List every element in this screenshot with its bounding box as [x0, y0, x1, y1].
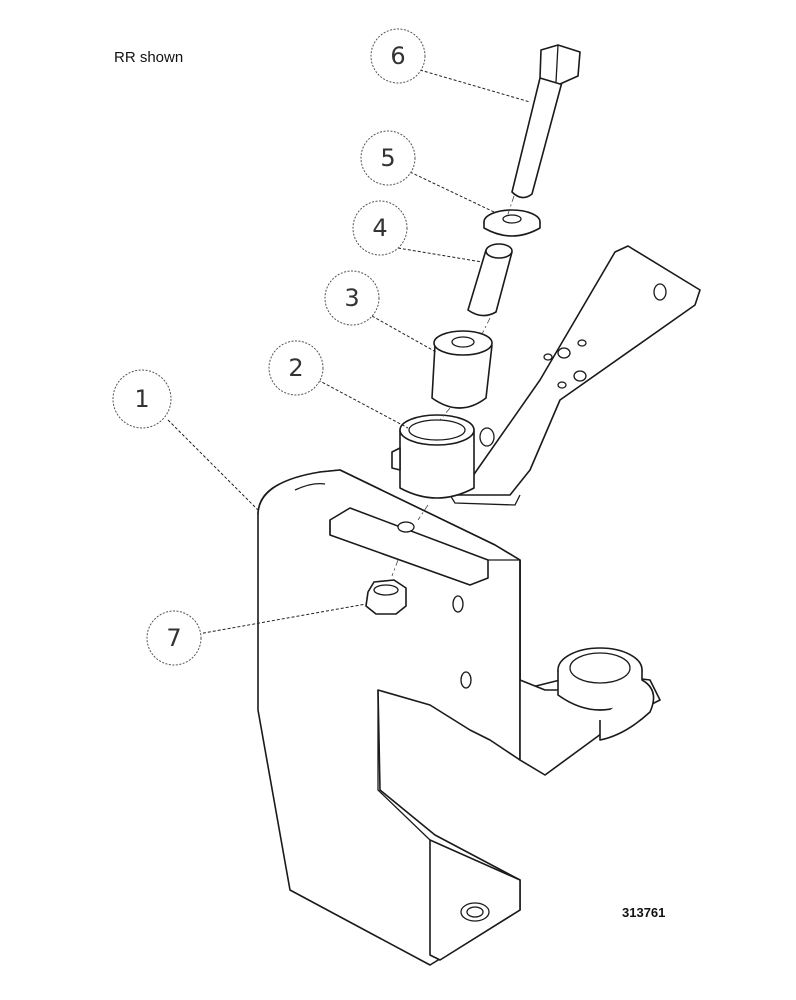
- callout-7-label: 7: [166, 624, 181, 652]
- view-note: RR shown: [114, 49, 184, 66]
- assembly-centerline: [391, 195, 515, 577]
- upper-arm-plate: [449, 245, 701, 506]
- callout-3-label: 3: [344, 284, 359, 312]
- callout-4-label: 4: [372, 214, 387, 242]
- hex-bolt: [511, 44, 581, 199]
- leader-lines: [167, 69, 531, 635]
- callout-3: 3: [324, 270, 380, 326]
- hex-nut: [365, 579, 407, 615]
- washer: [483, 209, 541, 237]
- callout-2: 2: [268, 340, 324, 396]
- bushing-collar: [391, 414, 475, 499]
- figure-reference-number: 313761: [622, 905, 666, 920]
- callout-6: 6: [370, 28, 426, 84]
- callout-1-label: 1: [134, 385, 149, 413]
- callout-4: 4: [352, 200, 408, 256]
- callout-5-label: 5: [380, 144, 395, 172]
- callout-2-label: 2: [288, 354, 303, 382]
- callout-7: 7: [146, 610, 202, 666]
- callout-5: 5: [360, 130, 416, 186]
- callout-6-label: 6: [390, 42, 405, 70]
- inner-sleeve: [467, 243, 513, 317]
- callout-1: 1: [112, 369, 172, 429]
- main-bracket: [257, 469, 661, 966]
- spacer-sleeve: [431, 330, 493, 409]
